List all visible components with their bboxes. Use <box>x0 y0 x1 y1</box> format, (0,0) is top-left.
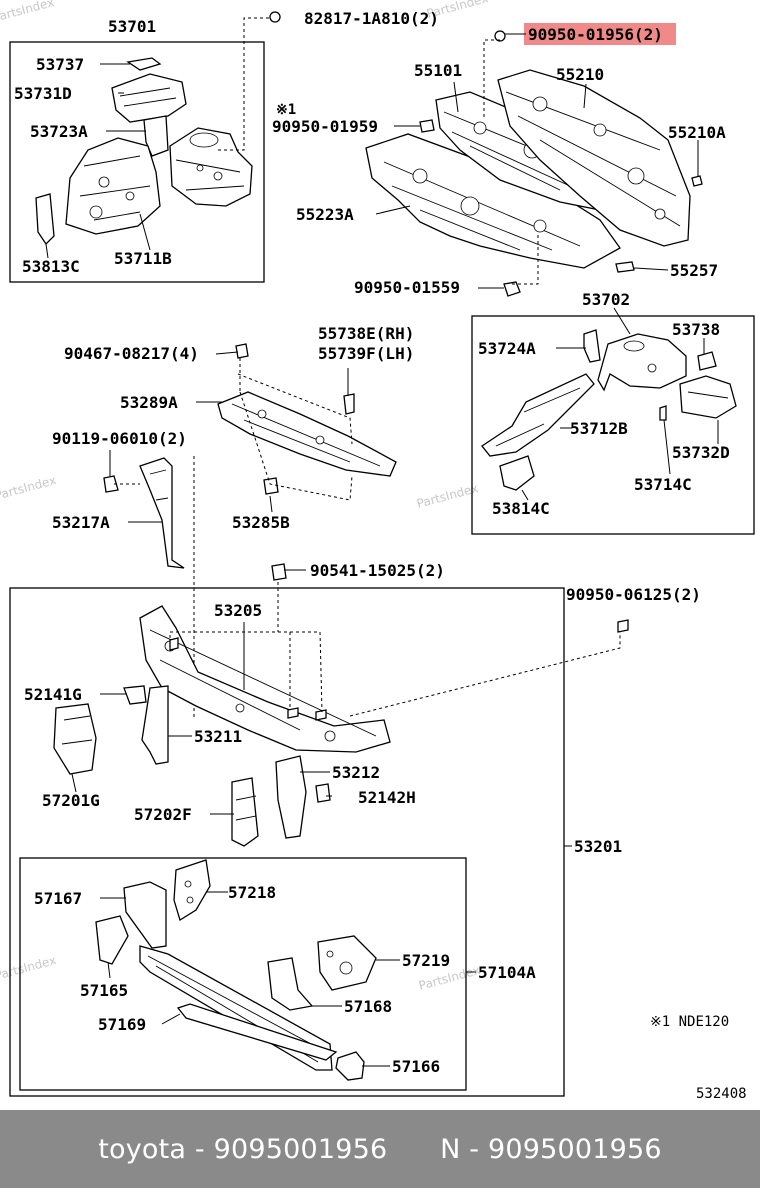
part-drawings-53702 <box>481 329 737 491</box>
footer-brand-part: toyota - 9095001956 <box>98 1133 388 1165</box>
footer-spacer <box>387 1134 440 1165</box>
diagram-code: 532408 <box>696 1086 747 1102</box>
label-57201g[interactable]: 57201G <box>42 791 100 810</box>
part-drawings-53289A <box>217 343 397 495</box>
label-90467-08217[interactable]: 90467-08217(4) <box>64 344 199 363</box>
label-55257[interactable]: 55257 <box>670 261 718 280</box>
label-53814c[interactable]: 53814C <box>492 499 550 518</box>
label-53205[interactable]: 53205 <box>214 601 262 620</box>
label-55210a[interactable]: 55210A <box>668 123 726 142</box>
leader-lines-53702 <box>521 307 719 501</box>
part-labels: 53701 82817-1A810(2) 90950-01956(2) 5373… <box>14 9 747 1102</box>
selected-part-highlight <box>524 23 676 45</box>
label-53212[interactable]: 53212 <box>332 763 380 782</box>
label-90950-01956-selected[interactable]: 90950-01956(2) <box>528 25 663 44</box>
group-box-57104A <box>19 857 467 1091</box>
label-57166[interactable]: 57166 <box>392 1057 440 1076</box>
part-drawings-57104A <box>95 859 377 1081</box>
label-57202f[interactable]: 57202F <box>134 805 192 824</box>
label-53211[interactable]: 53211 <box>194 727 242 746</box>
label-55101[interactable]: 55101 <box>414 61 462 80</box>
label-53714c[interactable]: 53714C <box>634 475 692 494</box>
label-53289a[interactable]: 53289A <box>120 393 178 412</box>
label-53702[interactable]: 53702 <box>582 290 630 309</box>
label-53813c[interactable]: 53813C <box>22 257 80 276</box>
label-53711b[interactable]: 53711B <box>114 249 172 268</box>
leader-lines-dash-panel <box>375 33 699 289</box>
label-53285b[interactable]: 53285B <box>232 513 290 532</box>
label-90119-06010[interactable]: 90119-06010(2) <box>52 429 187 448</box>
label-52141g[interactable]: 52141G <box>24 685 82 704</box>
label-90950-06125[interactable]: 90950-06125(2) <box>566 585 701 604</box>
label-57104a[interactable]: 57104A <box>478 963 536 982</box>
label-53737[interactable]: 53737 <box>36 55 84 74</box>
label-90541-15025[interactable]: 90541-15025(2) <box>310 561 445 580</box>
part-drawings-53201 <box>53 563 629 847</box>
part-drawings-53217A <box>103 456 195 720</box>
label-53712b[interactable]: 53712B <box>570 419 628 438</box>
label-53724a[interactable]: 53724A <box>478 339 536 358</box>
label-52142h[interactable]: 52142H <box>358 788 416 807</box>
part-drawings-53701 <box>35 57 253 246</box>
watermark: PartsIndex <box>0 473 58 503</box>
label-90950-01559[interactable]: 90950-01559 <box>354 278 460 297</box>
label-55738e-rh[interactable]: 55738E(RH) <box>318 324 414 343</box>
label-53723a[interactable]: 53723A <box>30 122 88 141</box>
leader-lines-53701 <box>45 17 270 259</box>
group-box-53701 <box>9 41 265 283</box>
part-number-footer: toyota - 9095001956 N - 9095001956 <box>0 1110 760 1188</box>
parts-diagram: PartsIndex PartsIndex PartsIndex PartsIn… <box>0 0 755 1102</box>
part-drawings-dash-panel <box>269 11 703 297</box>
label-82817-1a810[interactable]: 82817-1A810(2) <box>304 9 439 28</box>
label-note-1: ※1 <box>276 102 296 118</box>
footer-n-part: N - 9095001956 <box>440 1133 662 1165</box>
label-note-nde120: ※1 NDE120 <box>650 1014 729 1030</box>
leader-lines-53217A <box>109 450 162 523</box>
label-53731d[interactable]: 53731D <box>14 84 72 103</box>
label-55223a[interactable]: 55223A <box>296 205 354 224</box>
label-53217a[interactable]: 53217A <box>52 513 110 532</box>
label-90950-01959[interactable]: 90950-01959 <box>272 117 378 136</box>
leader-lines-57104A <box>100 891 476 1067</box>
label-55739f-lh[interactable]: 55739F(LH) <box>318 344 414 363</box>
label-57218[interactable]: 57218 <box>228 883 276 902</box>
watermark: PartsIndex <box>415 481 479 511</box>
watermark: PartsIndex <box>0 953 58 983</box>
leader-lines-53289A <box>196 351 353 513</box>
label-55210[interactable]: 55210 <box>556 65 604 84</box>
label-57167[interactable]: 57167 <box>34 889 82 908</box>
leader-lines-53201 <box>71 569 621 847</box>
group-box-53201 <box>9 587 565 1097</box>
label-57219[interactable]: 57219 <box>402 951 450 970</box>
label-53732d[interactable]: 53732D <box>672 443 730 462</box>
label-53201[interactable]: 53201 <box>574 837 622 856</box>
label-57168[interactable]: 57168 <box>344 997 392 1016</box>
label-57169[interactable]: 57169 <box>98 1015 146 1034</box>
group-box-53702 <box>471 315 755 535</box>
label-53701[interactable]: 53701 <box>108 17 156 36</box>
watermark: PartsIndex <box>0 0 56 25</box>
label-53738[interactable]: 53738 <box>672 320 720 339</box>
label-57165[interactable]: 57165 <box>80 981 128 1000</box>
